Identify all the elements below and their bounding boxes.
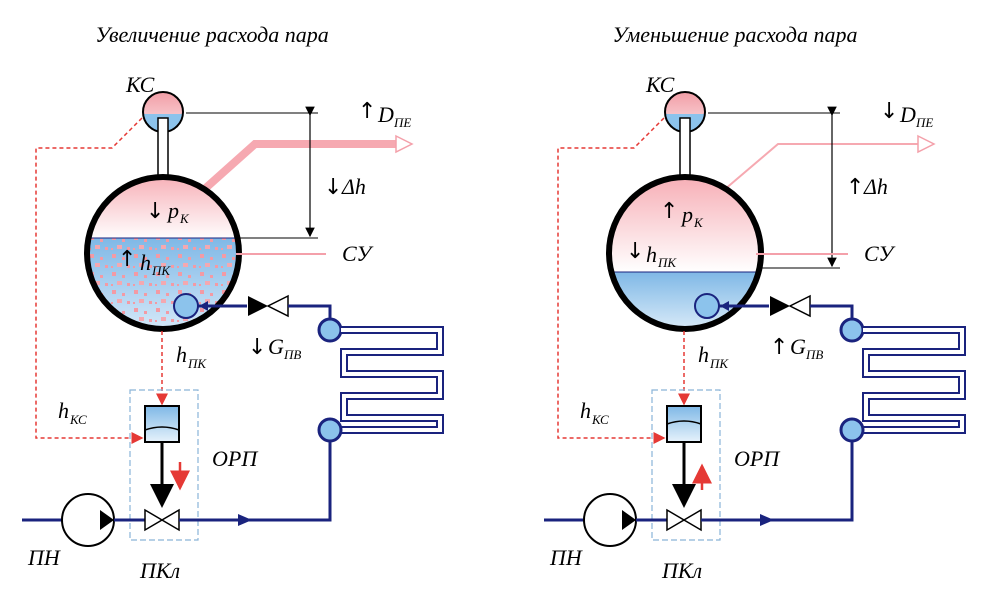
right-ks-label: КС [645, 72, 675, 97]
left-steam-sub: ПЕ [393, 115, 411, 130]
right-steam-var: D [899, 102, 916, 127]
right-valve [666, 508, 686, 532]
right-signal-h-sub: ПК [709, 356, 729, 371]
left-signal-h-sub: ПК [187, 356, 207, 371]
left-steam-var: D [377, 102, 394, 127]
right-steam-arrow: ↓ [880, 99, 898, 124]
right-level-sub: ПК [657, 255, 677, 270]
right-valve-label: ПКл [661, 558, 702, 583]
left-valve [144, 508, 164, 532]
right-feed-sub: ПВ [805, 347, 823, 362]
right-level-var: h [646, 242, 657, 267]
left-signal-ks-sub: КС [69, 412, 87, 427]
left-regulator-box [129, 389, 199, 541]
right-regulator-label: ОРП [734, 446, 780, 471]
right-title: Уменьшение расхода пара [612, 22, 857, 47]
right-pressure-sub: К [693, 215, 704, 230]
left-regulator-label: ОРП [212, 446, 258, 471]
left-signal-ks-var: h [58, 398, 69, 423]
left-dh-arrow: ↓ [324, 175, 342, 200]
right-level-arrow: ↓ [626, 239, 644, 264]
left-valve-label: ПКл [139, 558, 180, 583]
left-panel: Увеличение расхода пара КС ↑ D ПЕ [22, 22, 444, 583]
right-signal-ks-sub: КС [591, 412, 609, 427]
right-steam-line [723, 143, 920, 191]
left-level-sensor: КС [125, 72, 184, 185]
right-dh-var: Δh [863, 174, 888, 199]
left-normal-level: СУ [342, 241, 374, 266]
left-economizer [317, 317, 444, 443]
left-feed-var: G [268, 334, 284, 359]
left-pressure-sub: К [179, 211, 190, 226]
left-feed-arrow: ↓ [248, 335, 266, 360]
left-level-arrow: ↑ [118, 247, 136, 272]
right-pressure-arrow: ↑ [660, 199, 678, 224]
right-normal-level: СУ [864, 241, 896, 266]
left-dh-var: Δh [341, 174, 366, 199]
left-ks-label: КС [125, 72, 155, 97]
left-signal-h-var: h [176, 342, 187, 367]
right-feed-arrow: ↑ [770, 335, 788, 360]
left-steam-line [196, 140, 398, 197]
left-pump-label: ПН [27, 545, 61, 570]
right-pump-label: ПН [549, 545, 583, 570]
left-regulator-actuator [144, 405, 180, 443]
left-pressure-var: p [166, 198, 179, 223]
left-drum: ↓ p К ↑ h ПК [84, 174, 242, 332]
right-dh-arrow: ↑ [846, 175, 864, 200]
left-pressure-arrow: ↓ [146, 199, 164, 224]
right-steam-sub: ПЕ [915, 115, 933, 130]
right-economizer [839, 317, 966, 443]
right-pressure-var: p [680, 202, 693, 227]
right-level-sensor: КС [645, 72, 706, 185]
left-level-sub: ПК [151, 263, 171, 278]
left-steam-arrow: ↑ [358, 99, 376, 124]
right-signal-h-var: h [698, 342, 709, 367]
right-panel: Уменьшение расхода пара КС ↓ D ПЕ ↑ p К [544, 22, 966, 583]
left-title: Увеличение расхода пара [95, 22, 329, 47]
right-drum: ↑ p К ↓ h ПК [606, 174, 764, 332]
right-feed-var: G [790, 334, 806, 359]
right-regulator-box [651, 389, 721, 541]
right-regulator-actuator [666, 405, 702, 443]
left-feed-sub: ПВ [283, 347, 301, 362]
right-signal-ks-var: h [580, 398, 591, 423]
left-level-var: h [140, 250, 151, 275]
